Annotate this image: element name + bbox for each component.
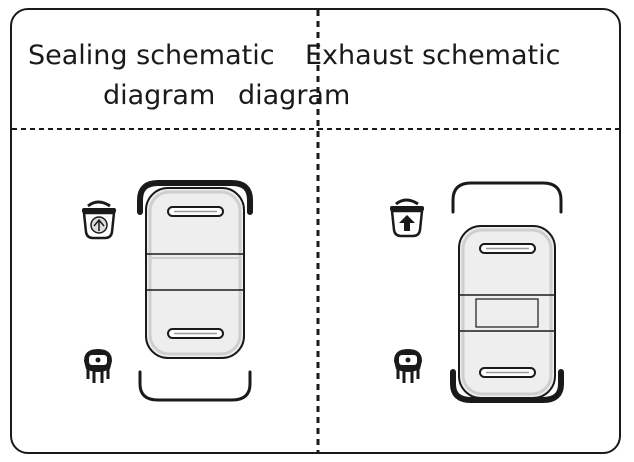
exhaust-panel-graphics: [390, 181, 564, 403]
locked-valve-icon-right: [394, 349, 422, 383]
pressure-cooker-lid-icon: [82, 200, 116, 240]
sealing-knob: [145, 187, 245, 359]
locked-valve-icon-left: [84, 349, 112, 383]
sealing-panel-graphics: [82, 180, 253, 402]
sealing-title-line2: diagram: [103, 80, 216, 111]
exhaust-title-line1: Exhaust schematic: [305, 40, 561, 71]
sealing-bottom-arc: [138, 370, 252, 402]
pressure-cooker-steam-icon: [390, 198, 424, 238]
exhaust-top-arc: [451, 181, 563, 214]
diagram-frame: [10, 8, 621, 454]
sealing-top-arc: [137, 180, 253, 215]
sealing-title-line1: Sealing schematic: [28, 40, 275, 71]
exhaust-title-line2: diagram: [238, 80, 351, 111]
exhaust-bottom-arc: [450, 369, 564, 403]
